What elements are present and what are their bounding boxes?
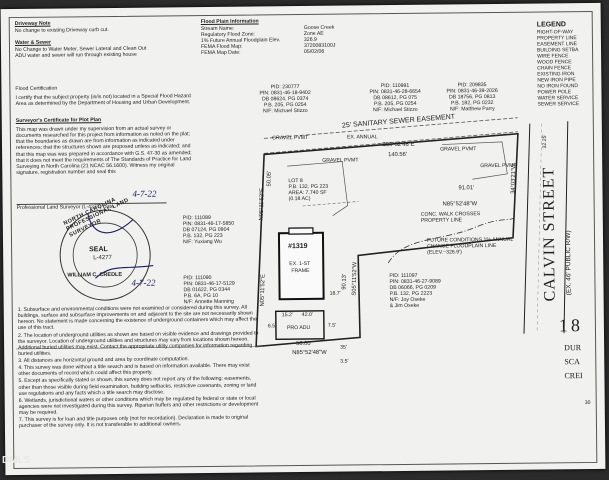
page-number: 30 [584,399,591,407]
title-fragment: DUR [564,343,582,353]
parcel-west-lower: PID: 111090 PIN: 0831-46-17-5129 DB 0162… [183,275,235,305]
seal-name: WILLIAM C. CREDLE [67,271,123,279]
notes-divider [16,346,265,350]
adu-label: PRO ADU [286,324,311,332]
parcel-line: N/F: Michael Stizzo [262,107,308,115]
note-item: 5. Except as specifically stated or show… [18,375,257,397]
note-item: 6. Wetlands, jurisdictional waters or ot… [18,395,259,416]
row-line [563,121,569,334]
distance-north: 140.56' [388,151,408,159]
parcel-north-left: PID: 230777 PIN: 0831-46-18-9402 DB 0862… [259,84,311,115]
sewer-easement [263,117,518,154]
parcel-south-east: PID: 111097 PIN: 0831-46-27-9089 DB 0606… [389,273,441,310]
lot-label: LOT 8 P.B. 132, PG 223 AREA: 7,740 SF (0… [288,178,328,202]
distance-west: 50.05' [266,170,273,187]
survey-notes: 1. Subsurface and environmental conditio… [18,304,263,430]
surveyor-seal [59,209,154,301]
bearing-west: N05°11'52"E [259,274,267,307]
title-fragment: SCA [564,357,580,367]
distance-east: 90.13' [341,273,348,290]
note-item: 4. This survey was done without a title … [18,362,250,378]
parcel-west-upper: PID: 111089 PIN: 0831-46-17-5850 DB 0712… [182,215,235,246]
street-row: (EX. 46' PUBLIC R/W) [564,230,573,296]
seal-number: L-4277 [93,255,112,262]
misc-dim: 18.7' [329,290,341,297]
walk-label: PROPERTY LINE [420,217,463,224]
proposed-adu [275,310,325,340]
sheet-fragment: 18 [558,315,584,336]
house-desc: FRAME [291,267,310,275]
parcel-north-mid: PID: 110991 PIN: 0831-46-28-6654 DB 0861… [369,83,421,114]
note-item: 2. The location of underground utilities… [17,329,259,357]
title-fragment: CREI [564,371,583,381]
distance-south: 50.00' [296,340,312,348]
row-line [523,123,531,334]
misc-dim: 35' [340,344,347,351]
parcel-line: & Jim Oseke [389,302,420,310]
adu-dim: 7.5' [327,322,337,329]
seal-handwritten-date: 4-7-22 [131,277,156,288]
house-number: #1319 [288,242,308,251]
parcel-line: N/F: Michael Stizzo [372,106,418,114]
misc-dim: 32.25' [541,134,549,149]
ex-annual-label: EX. ANNUAL [346,134,378,141]
street-centerline [536,123,543,334]
floodplain-label: (ELEV.~326.9') [427,249,462,256]
lot-line: (0.18 AC) [288,195,311,203]
floodplain-line [387,217,515,264]
bearing-east2: 34°03'21"W [510,163,518,194]
house-porch [288,227,314,235]
gravel-drive [442,141,508,180]
bearing-south: N85°52'48"W [292,349,327,357]
adu-dim: 42.0' [301,311,313,319]
bearing-east: S05°11'52"W [351,261,359,296]
misc-dim: 3.5' [340,358,349,365]
parcel-line: N/F: Yuxiang Wu [182,238,222,246]
distance-mid: 91.01' [458,185,475,192]
note-item: 1. Subsurface and environmental conditio… [17,304,257,332]
adu-dim: 6.5' [267,323,277,330]
adu-dim: 15.2' [281,312,293,319]
seal-center: SEAL [89,246,108,254]
gravel-label: GRAVEL PVMT [440,146,477,153]
drawing-layer [16,117,569,350]
gravel-drive [287,161,349,216]
bearing-west: N05°11'52"E [258,188,266,221]
parcel-north-right: PID: 209835 PIN: 0831-46-39-2026 DB 1875… [446,82,498,113]
gravel-label: GRAVEL PVMT [322,157,359,164]
gravel-label: GRAVEL PVMT [271,134,309,142]
watermark: DMLS [2,455,31,466]
bearing-mid: N85°52'48"W [442,201,478,208]
parcel-line: N/F: Matthew Parry [449,105,495,113]
note-item: 7. This survey is for loan and title pur… [18,414,249,430]
bearing-north: S85°52'48"E [381,141,415,149]
setback-line [302,201,359,207]
street-name: CALVIN STREET [540,166,559,302]
